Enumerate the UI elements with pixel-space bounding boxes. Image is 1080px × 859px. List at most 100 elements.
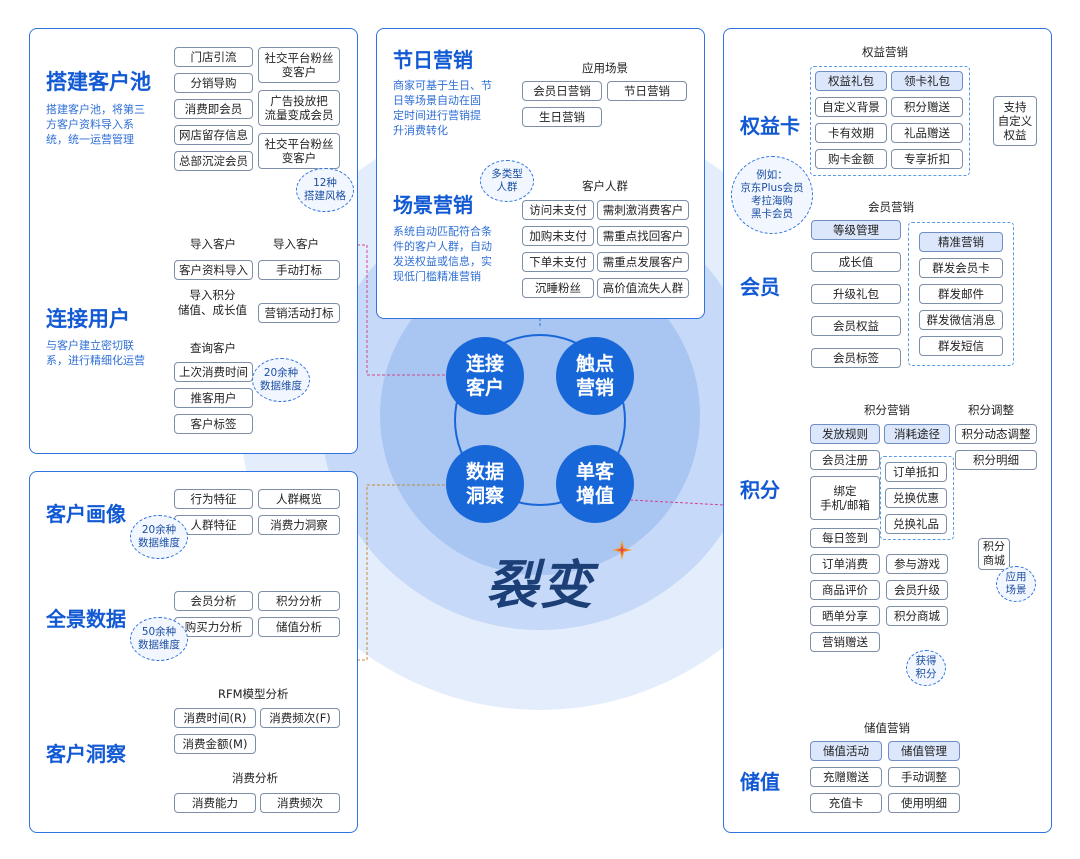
bubble-apply-scene: 应用 场景 [996,566,1036,602]
bubble-20-dims-2: 20余种 数据维度 [130,515,188,559]
tag-recharge-gift: 充赠赠送 [810,767,882,787]
tag-behavior: 行为特征 [174,489,253,509]
tag-points-gift: 积分赠送 [891,97,963,117]
tag-ad-traffic: 广告投放把 流量变成会员 [258,90,340,126]
tag-gift: 礼品赠送 [891,123,963,143]
tag-recharge-card: 充值卡 [810,793,882,813]
tag-register: 会员注册 [810,450,880,470]
tag-store-traffic: 门店引流 [174,47,253,67]
card-tags-box [810,66,970,176]
label-import-2: 导入客户 [273,237,319,251]
tag-stored-analysis: 储值分析 [258,617,340,637]
tag-import-data: 客户资料导入 [174,260,253,280]
tag-member-label: 会员标签 [811,348,901,368]
tag-order-deduct: 订单抵扣 [885,462,947,482]
tag-need-develop: 需重点发展客户 [597,252,689,272]
tag-birthday: 生日营销 [522,107,602,127]
label-points-marketing: 积分营销 [864,403,910,417]
tag-dynamic-adjust: 积分动态调整 [955,424,1037,444]
node-ring [454,334,626,506]
title-holiday: 节日营销 [393,48,473,72]
tag-mall: 积分 商城 [978,538,1010,570]
tag-consume-way: 消耗途径 [884,424,950,444]
tag-rfm-r: 消费时间(R) [174,708,256,728]
tag-send-card: 群发会员卡 [919,258,1003,278]
tag-custom-bg: 自定义背景 [815,97,887,117]
connector-left-bottom [357,484,450,661]
bubble-12-styles: 12种 搭建风格 [296,168,354,212]
tag-crowd-feature: 人群特征 [174,515,253,535]
desc-holiday: 商家可基于生日、节日等场景自动在固定时间进行营销提升消费转化 [393,79,492,137]
tag-signin: 每日签到 [810,528,880,548]
tag-share: 晒单分享 [810,606,880,626]
tag-cart-unpaid: 加购未支付 [522,226,594,246]
tag-shop-info: 网店留存信息 [174,125,253,145]
bubble-example: 例如： 京东Plus会员 考拉海购 黑卡会员 [731,156,813,234]
tag-member-rights: 会员权益 [811,316,901,336]
title-scene: 场景营销 [393,193,473,217]
tag-rfm-f: 消费频次(F) [260,708,340,728]
label-consume-analysis: 消费分析 [232,771,278,785]
tag-growth: 成长值 [811,252,901,272]
node-touch-marketing: 触点 营销 [556,337,634,415]
title-connect-user: 连接用户 [46,307,130,331]
tag-points-analysis: 积分分析 [258,591,340,611]
tag-last-consume: 上次消费时间 [174,362,253,382]
tag-send-email: 群发邮件 [919,284,1003,304]
precise-box [908,222,1014,366]
tag-consume-freq: 消费频次 [260,793,340,813]
tag-rights-pack: 权益礼包 [815,71,887,91]
tag-issue-rule: 发放规则 [810,424,880,444]
tag-hq-member: 总部沉淀会员 [174,151,253,171]
title-rights-card: 权益卡 [740,114,800,138]
tag-stored-activity: 储值活动 [810,741,882,761]
connector-right [629,499,726,506]
label-import-1: 导入客户 [190,237,236,251]
tag-game: 参与游戏 [886,554,948,574]
tag-claim-pack: 领卡礼包 [891,71,963,91]
label-crowd: 客户人群 [582,179,628,193]
bubble-crowd-types: 多类型 人群 [480,160,534,202]
tag-member-day: 会员日营销 [522,81,602,101]
bubble-20-dims: 20余种 数据维度 [252,358,310,402]
tag-rfm-m: 消费金额(M) [174,734,256,754]
tag-high-value-lost: 高价值流失人群 [597,278,689,298]
tag-consume-member: 消费即会员 [174,99,253,119]
label-scene: 应用场景 [582,61,628,75]
logo-fission: 裂变 [486,556,595,616]
tag-stored-mgmt: 储值管理 [888,741,960,761]
tag-card-expiry: 卡有效期 [815,123,887,143]
tag-crowd-overview: 人群概览 [258,489,340,509]
bubble-50-dims: 50余种 数据维度 [130,617,188,661]
label-points-adjust: 积分调整 [968,403,1014,417]
desc-scene: 系统自动匹配符合条件的客户人群，自动发送权益或信息，实现低门槛精准营销 [393,225,492,283]
tag-mkt-gift: 营销赠送 [810,632,880,652]
bubble-get-points: 获得 积分 [906,650,946,686]
tag-card-price: 购卡金额 [815,149,887,169]
title-customer-insight: 客户洞察 [46,742,126,766]
tag-level-mgmt: 等级管理 [811,220,901,240]
label-stored-marketing: 储值营销 [864,721,910,735]
label-rfm: RFM模型分析 [218,687,289,701]
title-panorama: 全景数据 [46,607,126,631]
tag-manual-adjust: 手动调整 [888,767,960,787]
connector-left-top [357,244,450,376]
tag-redeem-coupon: 兑换优惠 [885,488,947,508]
tag-bind: 绑定 手机/邮箱 [810,476,880,520]
tag-use-detail: 使用明细 [888,793,960,813]
tag-review: 商品评价 [810,580,880,600]
tag-order-consume: 订单消费 [810,554,880,574]
consume-way-box [880,456,954,540]
title-build-pool: 搭建客户池 [46,70,151,94]
title-member: 会员 [740,275,780,299]
tag-activity-mark: 营销活动打标 [258,303,340,323]
tag-customer-label: 客户标签 [174,414,253,434]
label-rights-marketing: 权益营销 [862,45,908,59]
tag-social-fans-1: 社交平台粉丝 变客户 [258,47,340,83]
desc-build-pool: 搭建客户池，将第三方客户资料导入系统，统一运营管理 [46,103,145,146]
label-import-points: 导入积分 储值、成长值 [178,288,247,317]
tag-support-custom: 支持 自定义 权益 [993,96,1037,146]
node-data-insight: 数据 洞察 [446,445,524,523]
tag-promoter: 推客用户 [174,388,253,408]
tag-send-sms: 群发短信 [919,336,1003,356]
